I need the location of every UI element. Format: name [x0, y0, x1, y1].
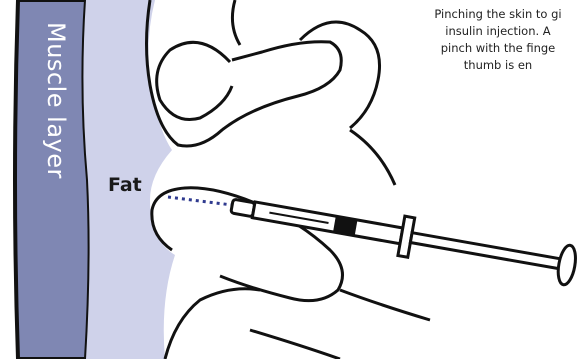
fat-label: Fat: [108, 174, 142, 196]
knuckle-line: [232, 0, 379, 128]
caption-line: thumb is en: [398, 57, 588, 74]
upper-finger: [147, 0, 342, 146]
muscle-layer-label: Muscle layer: [42, 22, 70, 179]
caption-line: insulin injection. A: [398, 23, 588, 40]
syringe-plunger-rod: [410, 233, 561, 269]
caption-line: pinch with the finge: [398, 40, 588, 57]
finger-nail: [157, 42, 232, 119]
caption-line: Pinching the skin to gi: [398, 6, 588, 23]
syringe-thumb-rest: [555, 244, 578, 286]
caption: Pinching the skin to gi insulin injectio…: [398, 6, 588, 74]
needle-path-dots: [168, 197, 232, 205]
syringe: [229, 186, 579, 286]
syringe-needle-hub: [231, 199, 255, 217]
